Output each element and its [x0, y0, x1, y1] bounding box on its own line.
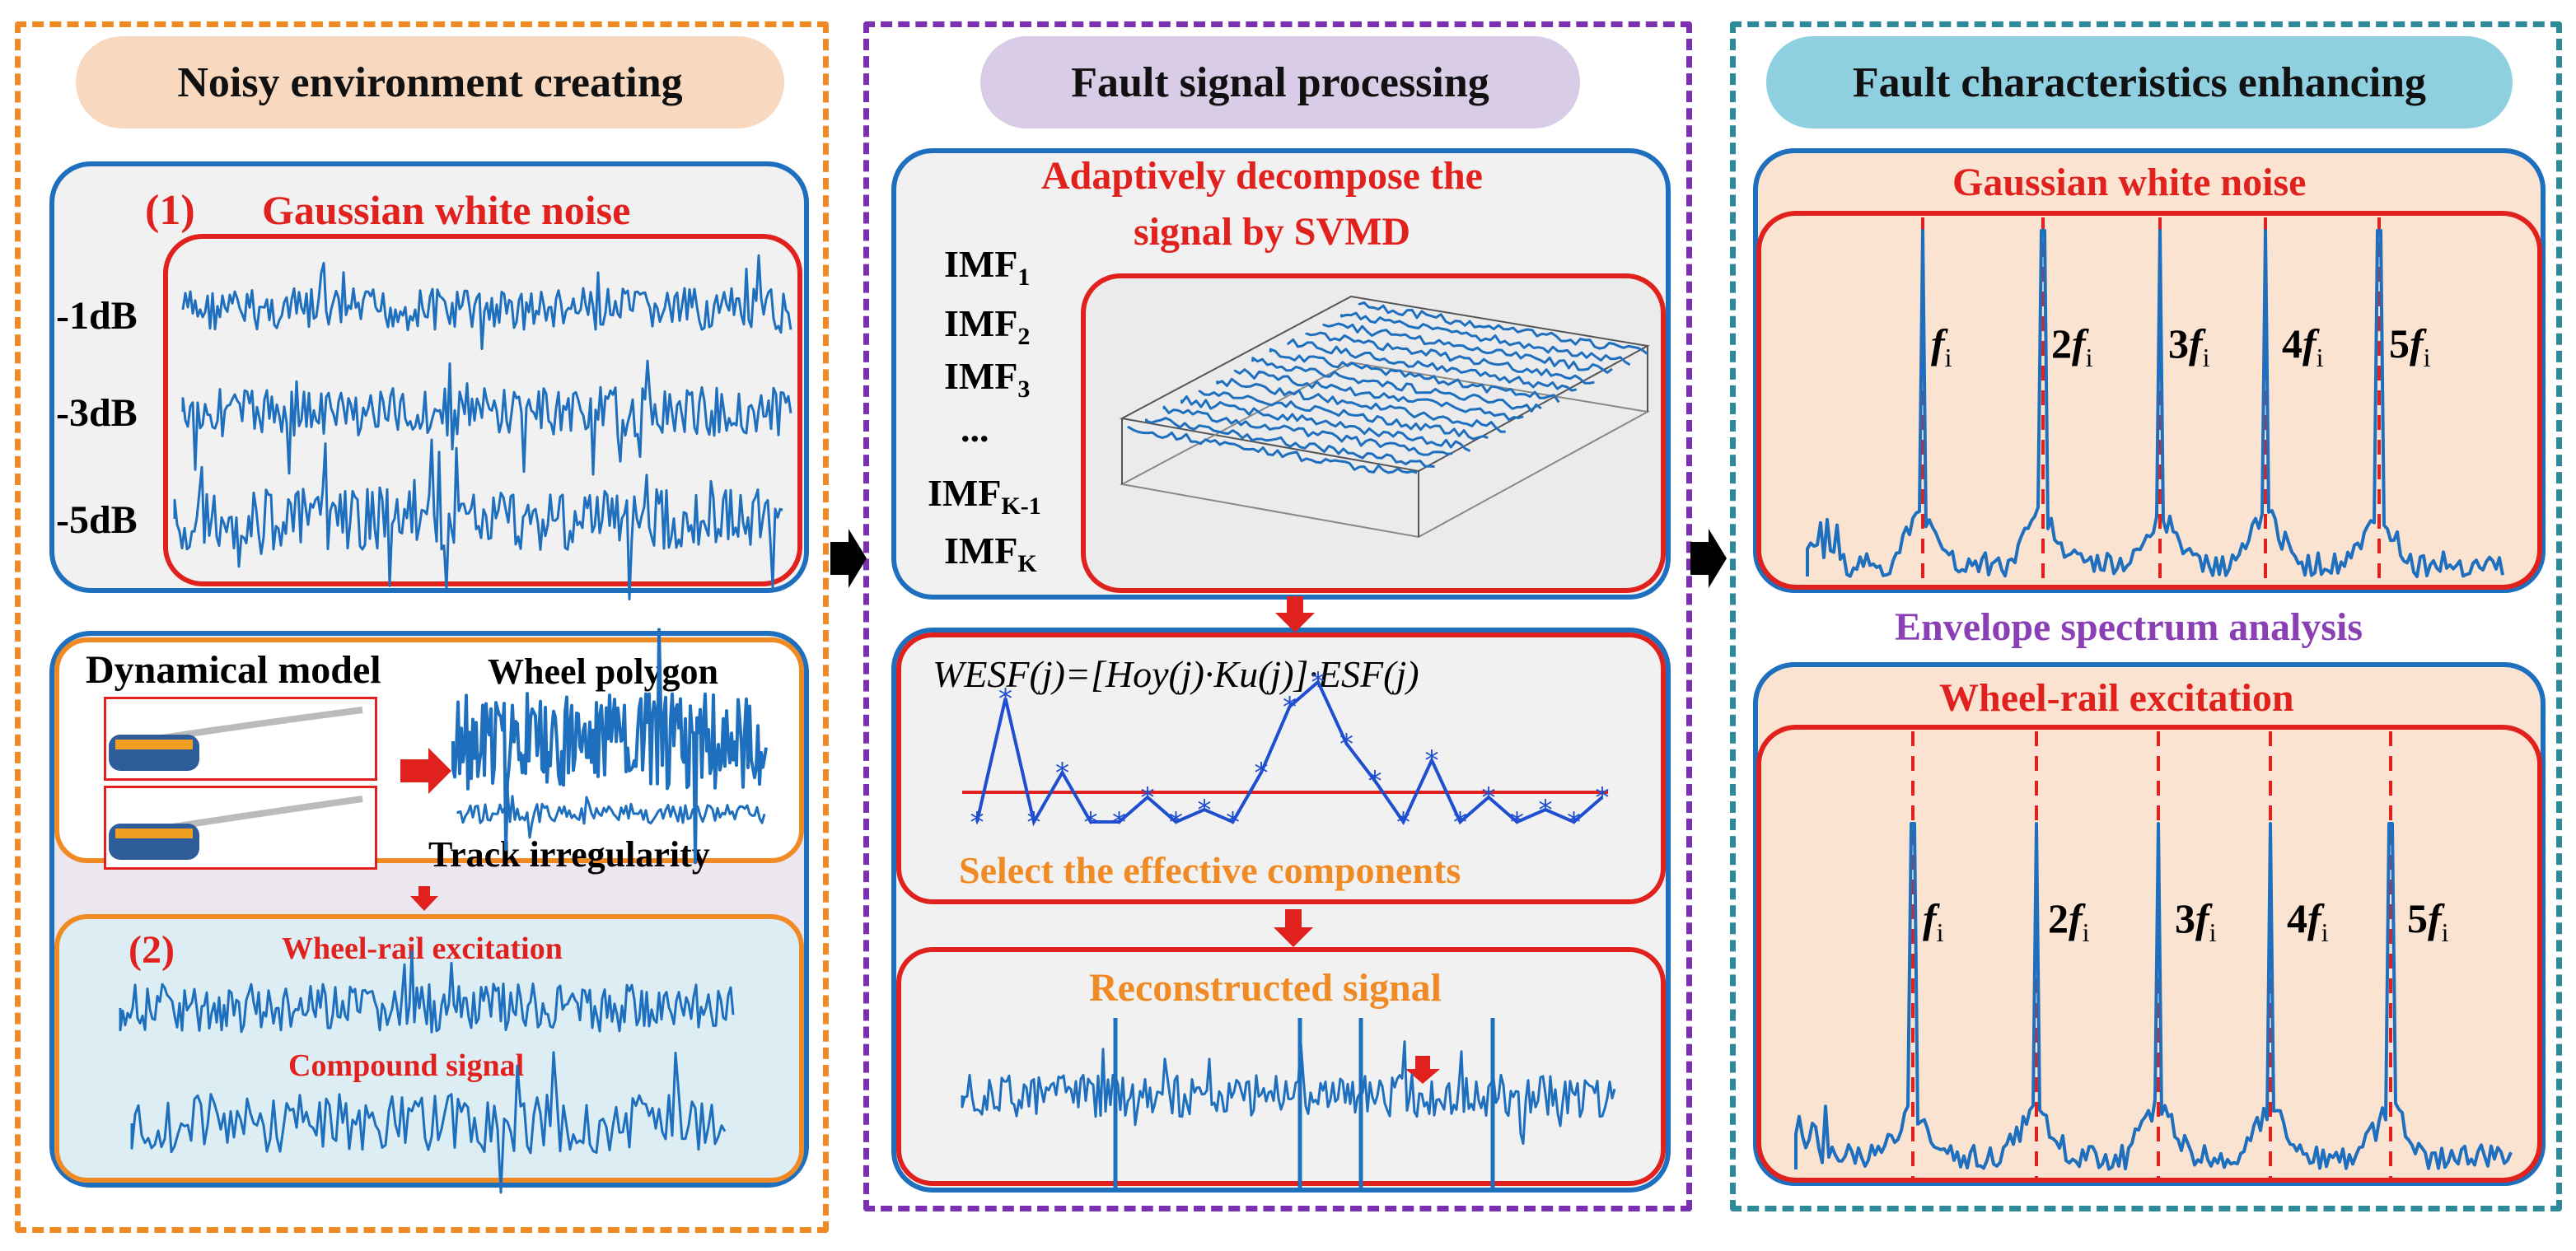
fault-signal-title: Fault signal processing	[980, 36, 1580, 128]
svmd-title-line1: Adaptively decompose the	[1041, 154, 1483, 198]
gaussian-spectrum-inner	[1756, 211, 2542, 590]
noisy-environment-title: Noisy environment creating	[76, 36, 784, 128]
fault-characteristics-panel	[1730, 21, 2562, 1211]
gaussian-spectrum-title: Gaussian white noise	[1952, 161, 2307, 204]
db-label-5: -5dB	[56, 498, 138, 542]
dynamical-model-label: Dynamical model	[86, 648, 381, 692]
harmonic-bottom-1: fi	[1923, 895, 1944, 947]
select-components-caption: Select the effective components	[959, 849, 1461, 891]
svmd-plot-box	[1081, 273, 1666, 593]
envelope-spectrum-label: Envelope spectrum analysis	[1895, 605, 2363, 649]
noise-signals-box	[163, 234, 802, 586]
step1-title: Gaussian white noise	[262, 187, 631, 233]
arrow-right-1-icon	[830, 529, 867, 588]
imf-k: IMFK	[944, 530, 1037, 578]
noisy-environment-panel	[15, 21, 829, 1233]
compound-signal-label: Compound signal	[288, 1048, 525, 1083]
harmonic-bottom-5: 5fi	[2407, 895, 2449, 947]
step1-number: (1)	[145, 187, 195, 234]
harmonic-top-5: 5fi	[2389, 320, 2431, 372]
train-image-2	[104, 786, 377, 870]
harmonic-bottom-2: 2fi	[2048, 895, 2090, 947]
imf-ellipsis: ...	[961, 408, 989, 450]
imf-2: IMF2	[944, 302, 1031, 351]
imf-3: IMF3	[944, 355, 1031, 404]
wesf-formula: WESF(j)=[Hoy(j)·Ku(j)]·ESF(j)	[933, 653, 1419, 695]
fault-signal-panel	[863, 21, 1692, 1211]
harmonic-top-4: 4fi	[2282, 320, 2324, 372]
db-label-3: -3dB	[56, 391, 138, 435]
harmonic-top-3: 3fi	[2168, 320, 2210, 372]
harmonic-top-2: 2fi	[2051, 320, 2093, 372]
harmonic-bottom-3: 3fi	[2175, 895, 2217, 947]
imf-1: IMF1	[944, 243, 1031, 292]
reconstructed-title: Reconstructed signal	[1089, 966, 1442, 1010]
wheel-rail-spectrum-title: Wheel-rail excitation	[1939, 676, 2294, 720]
svmd-title-line2: signal by SVMD	[1134, 210, 1411, 254]
step2-number: (2)	[129, 928, 175, 972]
imf-k-1: IMFK-1	[928, 472, 1041, 520]
harmonic-bottom-4: 4fi	[2287, 895, 2329, 947]
fault-characteristics-title: Fault characteristics enhancing	[1766, 36, 2513, 128]
db-label-1: -1dB	[56, 294, 138, 338]
track-irregularity-label: Track irregularity	[428, 834, 710, 875]
wheel-rail-spectrum-inner	[1756, 725, 2542, 1183]
wheel-rail-excitation-label: Wheel-rail excitation	[282, 931, 563, 966]
arrow-right-2-icon	[1690, 529, 1727, 588]
train-image-1	[104, 697, 377, 781]
wheel-polygon-label: Wheel polygon	[488, 651, 718, 692]
harmonic-top-1: fi	[1931, 320, 1952, 372]
